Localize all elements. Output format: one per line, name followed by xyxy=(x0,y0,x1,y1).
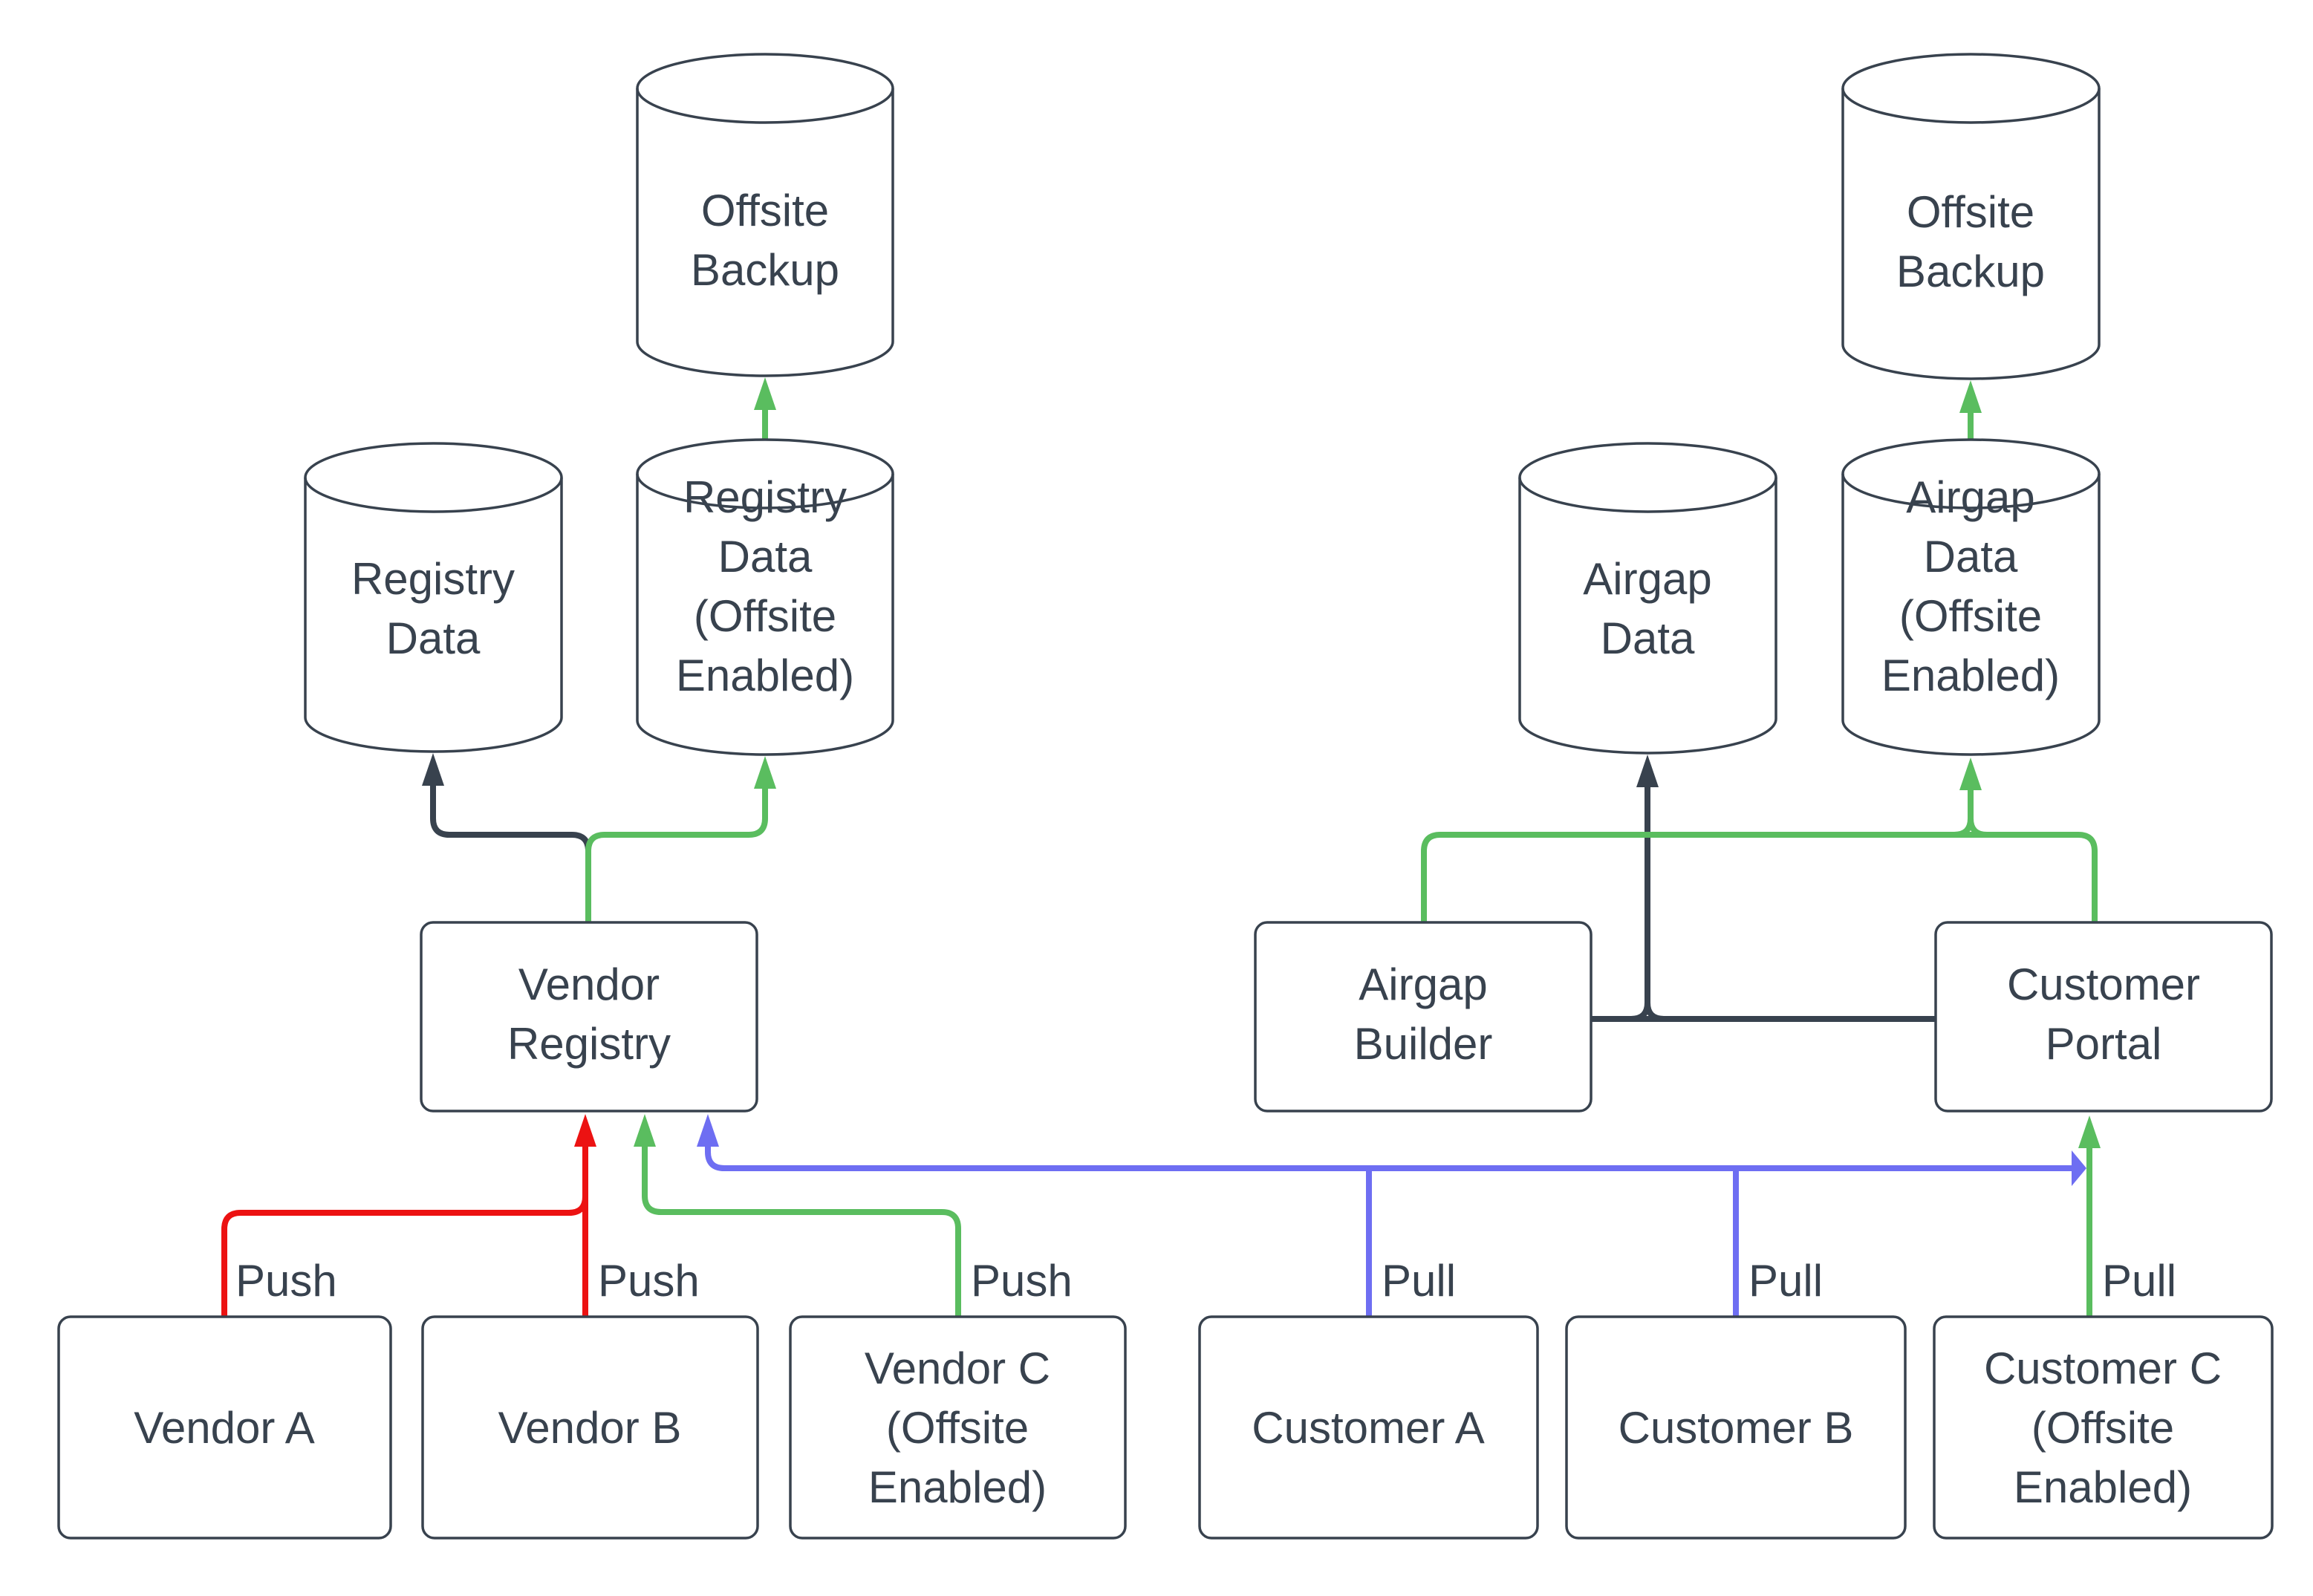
edge-customer-portal-to-airgap-builder xyxy=(1421,832,2098,924)
arrowhead-green-into-vendor-registry xyxy=(634,1114,656,1147)
arrowheads-blue xyxy=(697,1114,2086,1186)
arrowhead-blue-into-green-line xyxy=(2072,1150,2086,1186)
arrowhead-into-registry-data-offsite xyxy=(754,756,776,789)
process-box xyxy=(57,1315,392,1540)
arrowhead-red-into-vendor-registry xyxy=(574,1114,596,1147)
cylinder-rim xyxy=(1518,477,1777,513)
edge-customers-to-vendor-registry xyxy=(705,1138,2072,1171)
node-label: Customer A xyxy=(1252,1403,1484,1453)
edges-green xyxy=(585,403,2098,1321)
arrowhead-into-customer-portal xyxy=(2078,1115,2101,1148)
edge-labels: Push Push Push Pull Pull Pull xyxy=(235,1256,2176,1306)
cylinder-rim xyxy=(304,477,563,513)
process-box xyxy=(1565,1315,1907,1540)
process-box xyxy=(420,921,758,1113)
process-box xyxy=(1254,921,1593,1113)
arrowheads-ink xyxy=(422,753,1659,787)
node-label: Vendor B xyxy=(498,1403,682,1453)
cylinder-rim xyxy=(636,88,894,124)
arrowhead-into-offsite-backup-right xyxy=(1959,380,1982,413)
edge-label-push-vendor-a: Push xyxy=(235,1256,337,1306)
database-cylinder xyxy=(636,53,894,377)
edge-builder-portal-to-airgap-data xyxy=(1630,778,1665,1022)
process-box xyxy=(789,1315,1127,1540)
arrowhead-into-airgap-data-offsite xyxy=(1959,758,1982,790)
edges-red xyxy=(221,1138,588,1321)
node-customer-b: Customer B xyxy=(1565,1315,1907,1540)
database-cylinder xyxy=(1841,53,2101,380)
edge-vendor-c-to-vendor-registry xyxy=(642,1138,961,1321)
process-box xyxy=(1198,1315,1539,1540)
edge-label-pull-customer-a: Pull xyxy=(1382,1256,1456,1306)
edge-label-push-vendor-b: Push xyxy=(598,1256,700,1306)
cylinder-rim xyxy=(1841,88,2101,124)
cylinder-rim xyxy=(1841,473,2101,509)
database-cylinder xyxy=(1841,438,2101,756)
cylinder-rim xyxy=(636,473,894,509)
node-label: Vendor A xyxy=(134,1403,315,1453)
node-customer-a: Customer A xyxy=(1198,1315,1539,1540)
arrowheads-green xyxy=(634,377,2101,1148)
node-vendor-b: Vendor B xyxy=(421,1315,759,1540)
arrowhead-into-airgap-data xyxy=(1636,755,1659,787)
edge-vendor-registry-to-registry-data-offsite xyxy=(585,780,768,926)
process-box xyxy=(1933,1315,2274,1540)
edges-blue xyxy=(705,1138,2072,1321)
database-cylinder xyxy=(1518,442,1777,755)
edge-label-pull-customer-c: Pull xyxy=(2102,1256,2176,1306)
arrowheads-red xyxy=(574,1114,596,1147)
node-vendor-a: Vendor A xyxy=(57,1315,392,1540)
arrowhead-into-registry-data xyxy=(422,753,444,786)
edge-vendor-a-join xyxy=(221,1196,588,1317)
process-box xyxy=(421,1315,759,1540)
edge-branch-to-airgap-data-offsite xyxy=(1953,781,1988,838)
database-cylinder xyxy=(636,438,894,756)
arrowhead-blue-into-vendor-registry xyxy=(697,1114,719,1147)
database-cylinder xyxy=(304,442,563,753)
edge-label-push-vendor-c: Push xyxy=(971,1256,1073,1306)
process-box xyxy=(1934,921,2273,1113)
edge-label-pull-customer-b: Pull xyxy=(1748,1256,1823,1306)
node-label: Customer B xyxy=(1619,1403,1854,1453)
arrowhead-into-offsite-backup-left xyxy=(754,377,776,410)
